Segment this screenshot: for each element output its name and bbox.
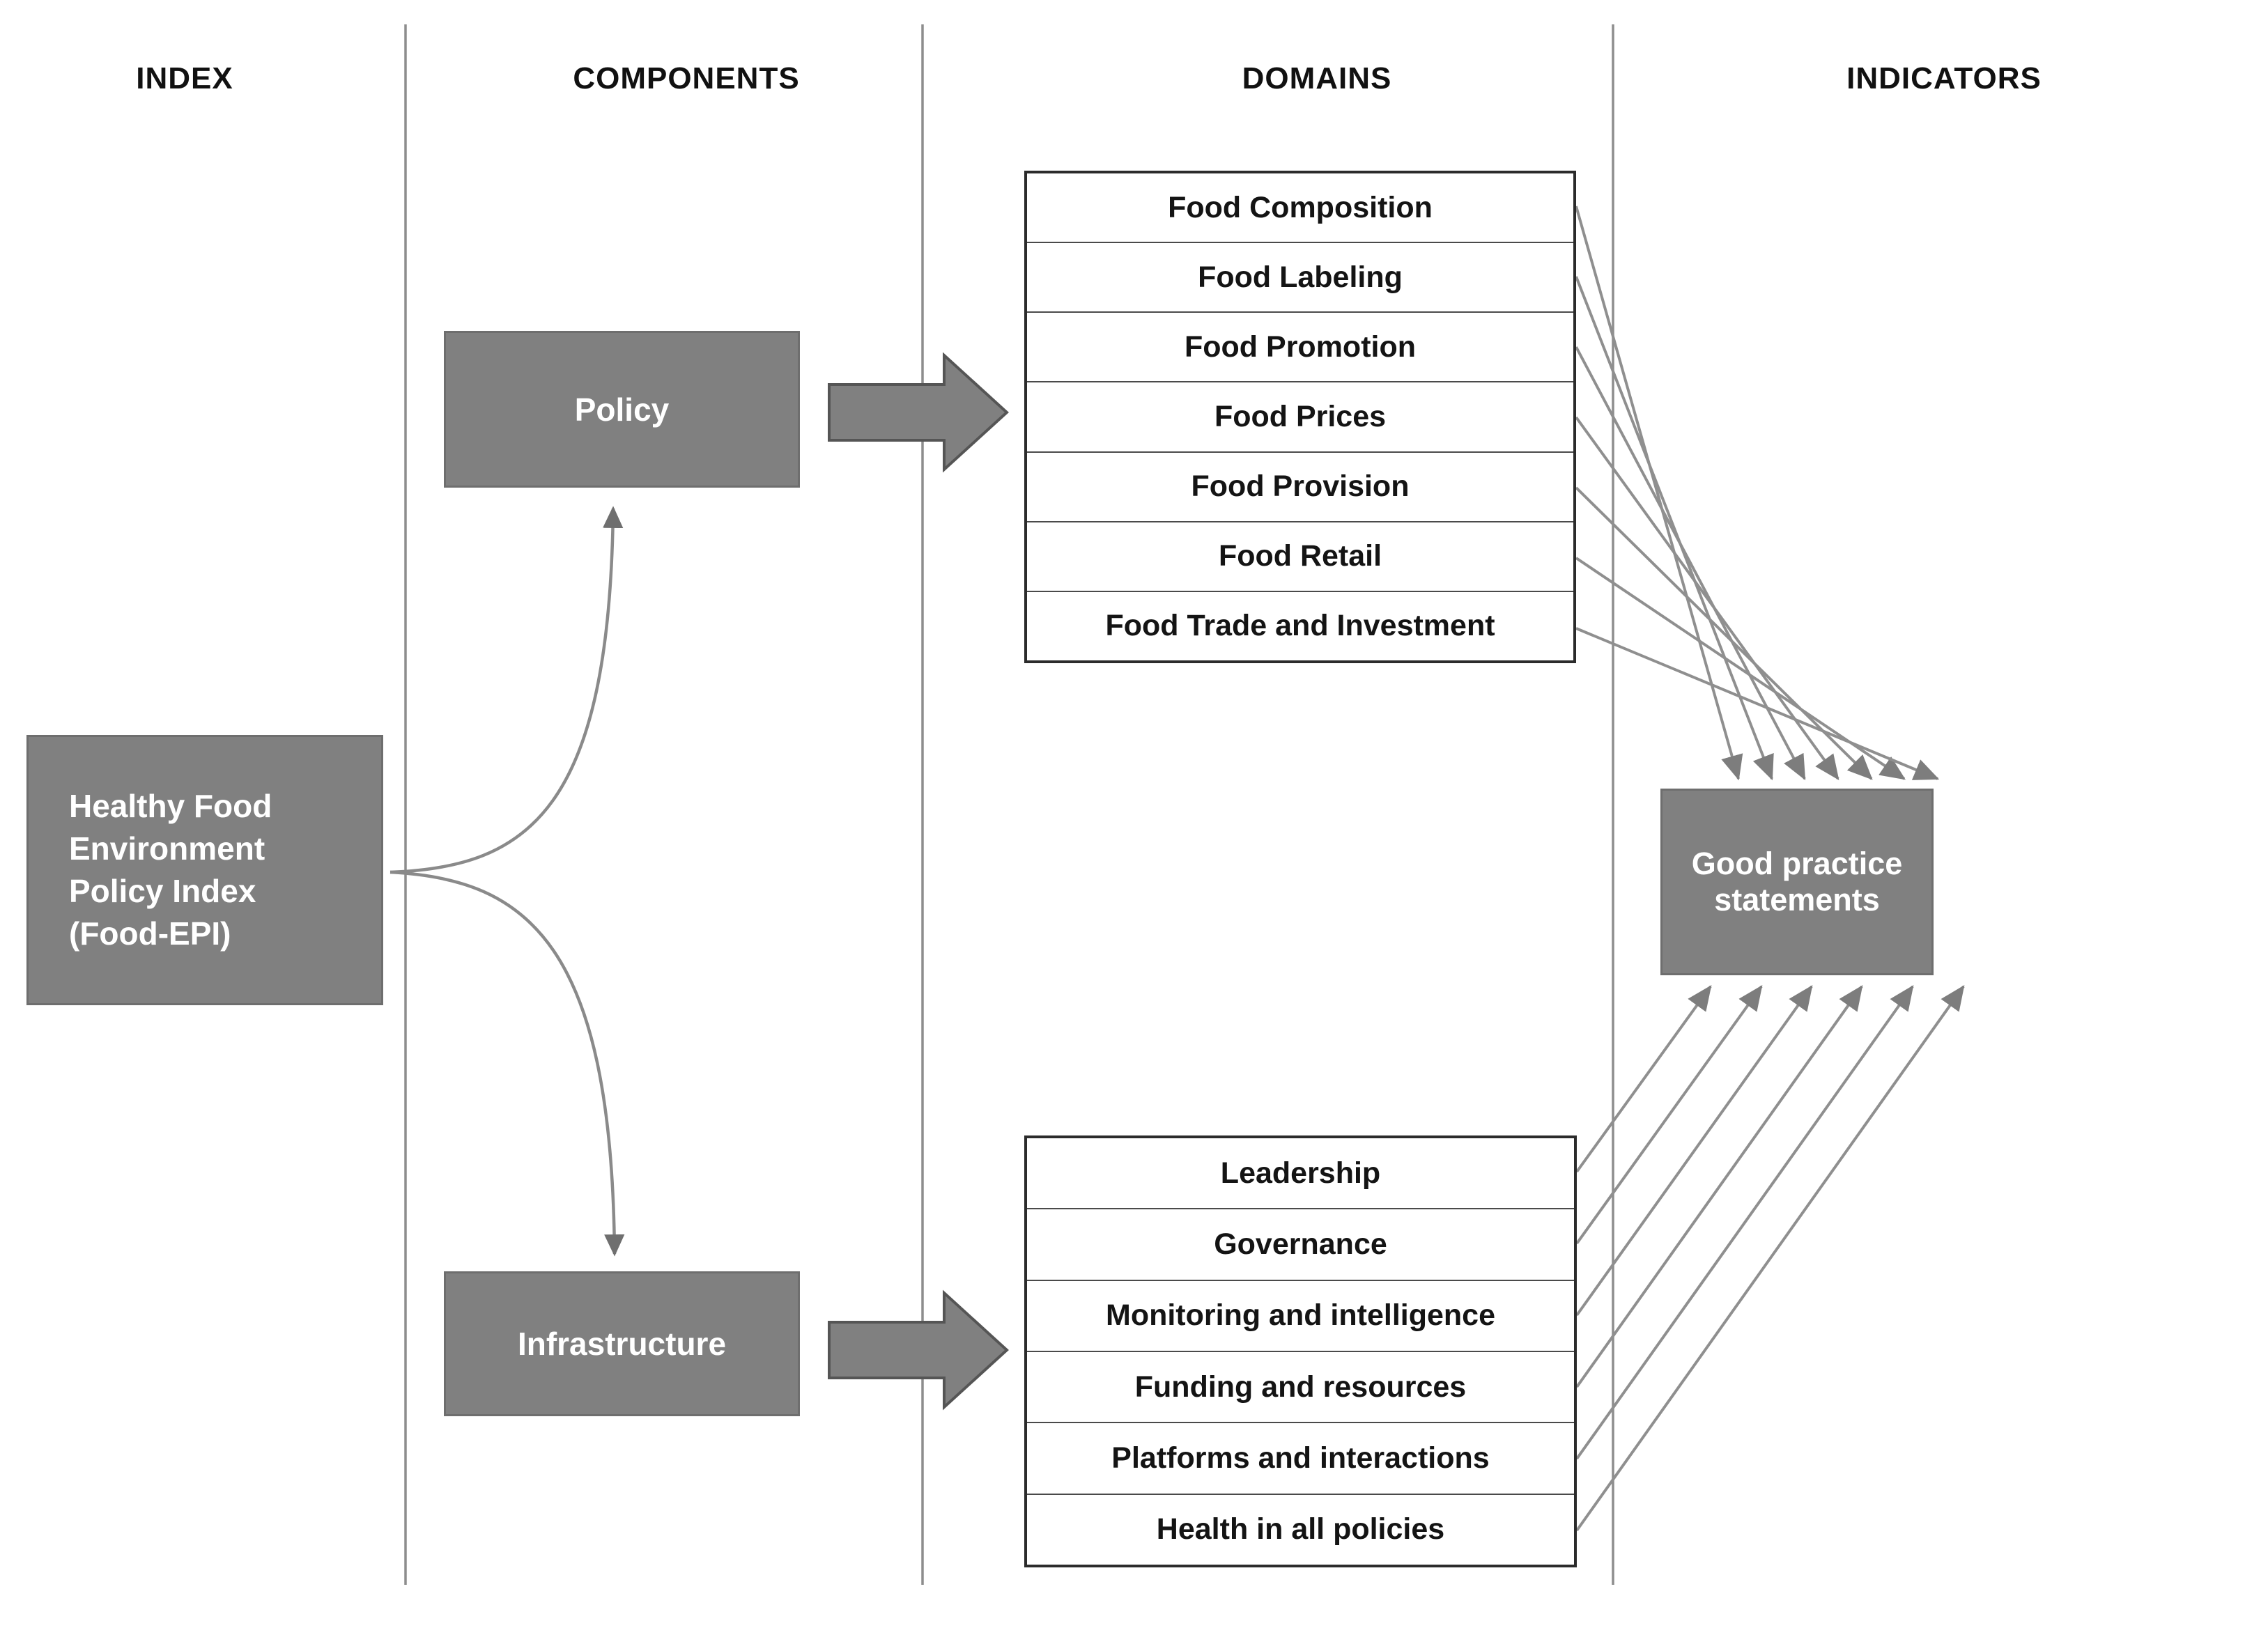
domain-row: Food Labeling: [1027, 243, 1573, 313]
domains-table-infrastructure: Leadership Governance Monitoring and int…: [1024, 1135, 1577, 1567]
column-header-components: COMPONENTS: [573, 61, 800, 95]
domain-row: Governance: [1027, 1209, 1574, 1281]
good-practice-statements-label: Good practice statements: [1691, 846, 1903, 917]
domain-row: Health in all policies: [1156, 1512, 1445, 1546]
domain-row: Funding and resources: [1027, 1352, 1574, 1424]
domain-row: Food Trade and Investment: [1105, 609, 1495, 643]
column-header-index: INDEX: [136, 61, 233, 95]
arrows-domains-to-good-practice: [1575, 206, 1940, 781]
component-policy-label: Policy: [574, 391, 670, 428]
good-practice-statements-box: Good practice statements: [1660, 789, 1934, 975]
column-header-indicators: INDICATORS: [1846, 61, 2042, 95]
index-box: Healthy Food Environment Policy Index (F…: [26, 735, 383, 1005]
domain-row: Food Composition: [1027, 173, 1573, 244]
component-box-infrastructure: Infrastructure: [444, 1271, 800, 1416]
domain-row: Food Provision: [1027, 453, 1573, 522]
index-box-label: Healthy Food Environment Policy Index (F…: [69, 787, 272, 952]
component-infrastructure-label: Infrastructure: [517, 1326, 727, 1362]
domain-row: Food Promotion: [1027, 313, 1573, 383]
connector-index-to-policy: [389, 506, 624, 874]
connector-index-to-infrastructure: [389, 870, 625, 1257]
domain-row: Food Retail: [1027, 522, 1573, 592]
arrows-infrastructure-to-good-practice: [1575, 985, 1965, 1532]
column-header-domains: DOMAINS: [1242, 61, 1392, 95]
domain-row: Platforms and interactions: [1027, 1423, 1574, 1495]
component-box-policy: Policy: [444, 331, 800, 488]
block-arrow-infrastructure: [828, 1289, 1009, 1411]
domain-row: Food Prices: [1027, 382, 1573, 453]
domains-table-policy: Food Composition Food Labeling Food Prom…: [1024, 171, 1576, 663]
block-arrow-policy: [828, 352, 1009, 473]
domain-row: Leadership: [1027, 1138, 1574, 1210]
domain-row: Monitoring and intelligence: [1027, 1281, 1574, 1352]
